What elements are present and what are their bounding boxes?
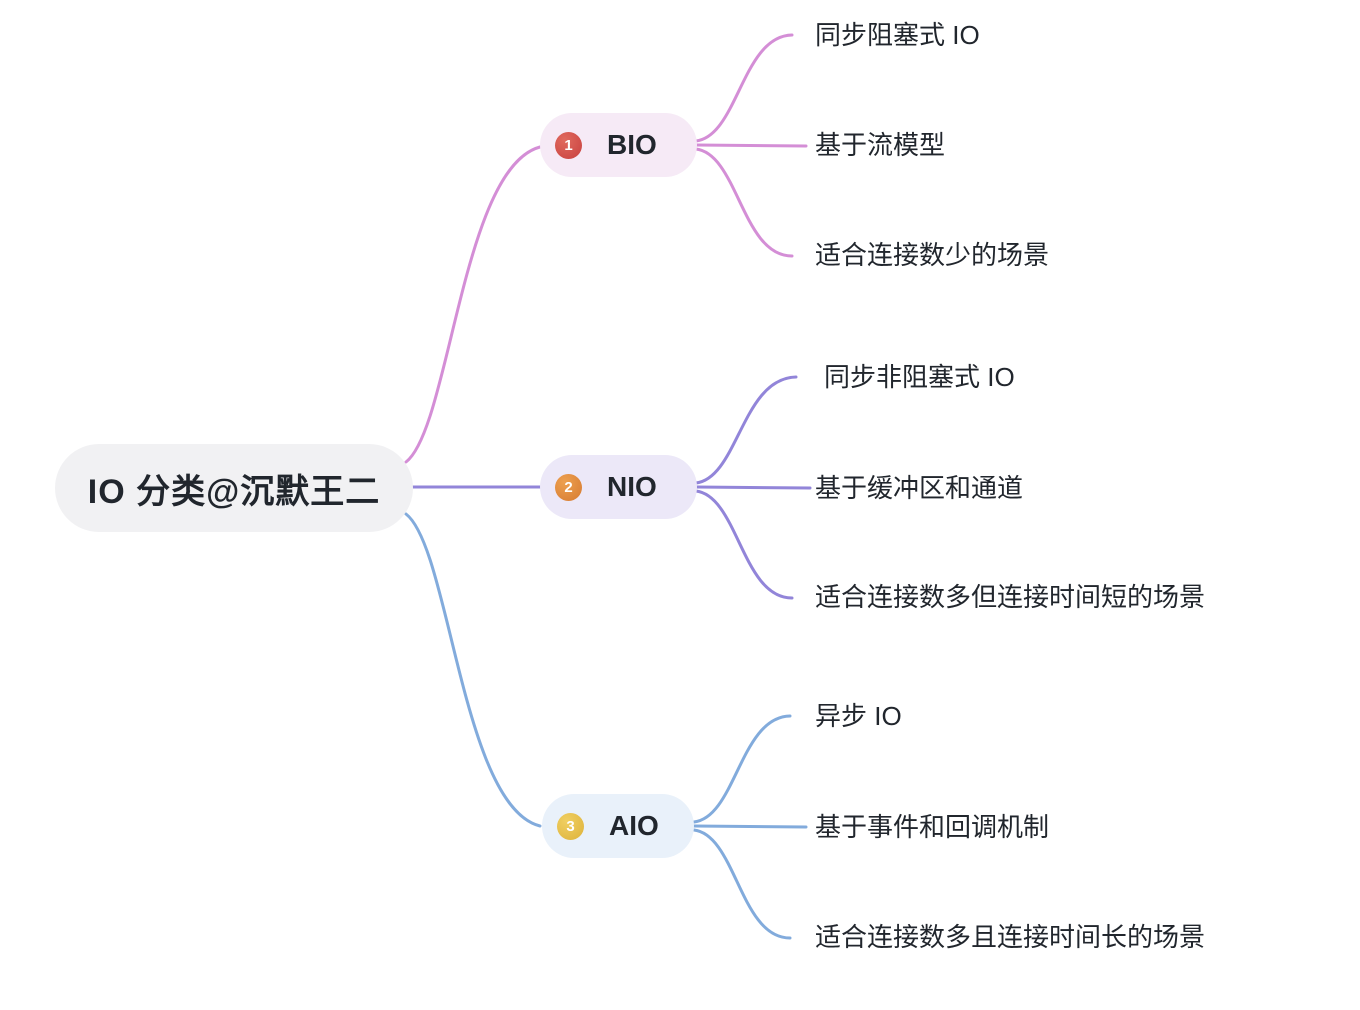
connector-nio-leaf-3 [694,489,794,600]
connector-aio-leaf-1 [692,714,792,824]
leaf-bio-3[interactable]: 适合连接数少的场景 [815,240,1050,270]
connector-aio-leaf-2 [692,824,808,829]
connector-bio-leaf-3 [694,147,794,258]
branch-node-nio[interactable]: 2 NIO [540,455,697,519]
leaf-aio-2[interactable]: 基于事件和回调机制 [815,812,1050,842]
leaf-bio-2[interactable]: 基于流模型 [815,130,946,160]
root-node[interactable]: IO 分类@沉默王二 [55,444,413,532]
branch-node-bio[interactable]: 1 BIO [540,113,697,177]
connector-bio-leaf-2 [694,143,808,148]
leaf-nio-2[interactable]: 基于缓冲区和通道 [815,473,1024,503]
leaf-nio-3[interactable]: 适合连接数多但连接时间短的场景 [815,582,1206,612]
connector-nio-leaf-2 [694,485,812,490]
priority-badge-2: 2 [555,473,582,501]
connector-aio-leaf-3 [692,828,792,940]
connector-root-aio [404,512,542,828]
branch-label-aio: AIO [609,810,659,841]
branch-label-bio: BIO [607,129,657,160]
leaf-aio-3[interactable]: 适合连接数多且连接时间长的场景 [815,922,1206,952]
leaf-aio-1[interactable]: 异步 IO [815,701,902,731]
connector-root-bio [404,145,542,464]
branch-node-aio[interactable]: 3 AIO [542,794,694,858]
root-label: IO 分类@沉默王二 [87,472,381,511]
connector-nio-leaf-1 [694,375,798,485]
branch-label-nio: NIO [607,471,657,502]
connector-bio-leaf-1 [694,33,794,143]
leaf-nio-1[interactable]: 同步非阻塞式 IO [824,362,1015,392]
priority-badge-1: 1 [555,131,582,159]
leaf-bio-1[interactable]: 同步阻塞式 IO [815,20,980,50]
priority-badge-3: 3 [557,812,584,840]
